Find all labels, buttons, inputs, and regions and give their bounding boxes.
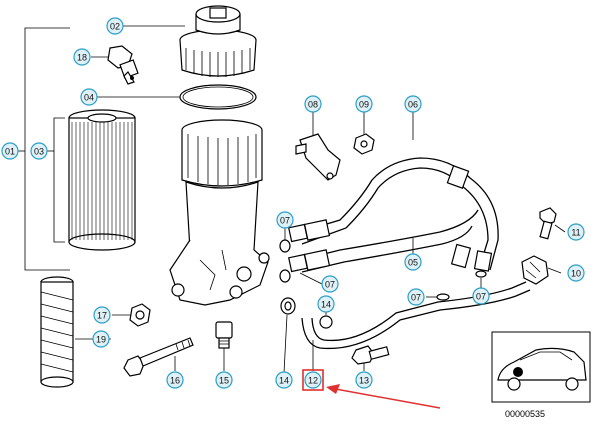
hollow-bolt <box>351 345 390 365</box>
callout-circle <box>73 48 91 66</box>
callout-01: 01 <box>1 142 19 160</box>
callout-labels: 01 02 03 04 05 06 07 07 07 07 08 09 10 11 12 13 14 14 15 16… <box>1 17 585 391</box>
callout-04: 04 <box>80 88 98 106</box>
filter-cap <box>179 5 257 77</box>
callout-text: 19 <box>96 335 106 345</box>
nut <box>129 303 151 327</box>
callout-text: 06 <box>408 100 418 110</box>
callout-circle <box>166 371 184 389</box>
callout-text: 08 <box>308 100 318 110</box>
callout-text: 15 <box>219 376 229 386</box>
callout-circle <box>567 223 585 241</box>
callout-13: 13 <box>355 371 373 389</box>
callout-circle <box>276 211 294 229</box>
callout-07: 07 <box>321 275 339 293</box>
callout-text: 14 <box>321 300 331 310</box>
callout-14: 14 <box>317 295 335 313</box>
callout-07: 07 <box>407 288 425 306</box>
callout-circle <box>30 142 48 160</box>
sensor-switch <box>107 45 139 85</box>
callout-18: 18 <box>73 48 91 66</box>
callout-circle <box>92 330 110 348</box>
small-nut <box>353 133 375 155</box>
callout-03: 03 <box>30 142 48 160</box>
callout-circle <box>80 88 98 106</box>
callout-circle <box>93 306 111 324</box>
filter-sleeve <box>40 276 74 388</box>
callout-16: 16 <box>166 371 184 389</box>
callout-06: 06 <box>404 95 422 113</box>
callout-text: 07 <box>411 293 421 303</box>
callout-circle <box>215 371 233 389</box>
filter-element <box>68 109 136 251</box>
callout-11: 11 <box>567 223 585 241</box>
hex-bolt <box>539 207 557 240</box>
callout-text: 14 <box>279 376 289 386</box>
callout-text: 11 <box>571 228 580 238</box>
highlight-box <box>302 369 324 391</box>
callout-text: 17 <box>97 311 107 321</box>
callout-05: 05 <box>404 253 422 271</box>
callout-circle <box>321 275 339 293</box>
callout-circle <box>355 371 373 389</box>
callout-circle <box>355 95 373 113</box>
long-bolt <box>123 337 194 377</box>
callout-text: 09 <box>359 100 369 110</box>
callout-17: 17 <box>93 306 111 324</box>
callout-circle <box>1 142 19 160</box>
callout-text: 13 <box>359 376 369 386</box>
callout-text: 01 <box>5 147 15 157</box>
hose-clip <box>521 255 549 285</box>
callout-circle <box>106 17 124 35</box>
callout-text: 10 <box>571 269 581 279</box>
callout-text: 04 <box>84 93 94 103</box>
vehicle-location-inset <box>491 331 591 403</box>
callout-text: 07 <box>325 280 335 290</box>
callout-circle <box>567 264 585 282</box>
o-ring <box>179 84 257 110</box>
callout-circle <box>304 371 322 389</box>
callout-12: 12 <box>302 369 324 391</box>
callout-circle <box>304 95 322 113</box>
seal-rings <box>279 239 487 301</box>
callout-15: 15 <box>215 371 233 389</box>
hose-bracket <box>295 133 341 181</box>
callout-circle <box>275 371 293 389</box>
callout-14: 14 <box>275 371 293 389</box>
callout-09: 09 <box>355 95 373 113</box>
callout-circle <box>317 295 335 313</box>
highlight-arrow <box>326 384 441 409</box>
callout-text: 03 <box>34 147 44 157</box>
callout-19: 19 <box>92 330 110 348</box>
callout-text: 07 <box>280 216 290 226</box>
callout-02: 02 <box>106 17 124 35</box>
callout-07: 07 <box>472 287 490 305</box>
diagram-code: 00000535 <box>505 409 545 419</box>
callout-circle <box>407 288 425 306</box>
oil-hoses <box>288 157 499 273</box>
drain-plug <box>215 321 233 349</box>
callout-text: 16 <box>170 376 180 386</box>
callout-text: 02 <box>110 22 120 32</box>
callout-text: 18 <box>77 53 87 63</box>
callout-circle <box>472 287 490 305</box>
filter-housing <box>169 119 270 306</box>
callout-circle <box>404 253 422 271</box>
callout-text: 12 <box>308 376 318 386</box>
callout-08: 08 <box>304 95 322 113</box>
callout-text: 07 <box>476 292 486 302</box>
callout-10: 10 <box>567 264 585 282</box>
callout-text: 05 <box>408 258 418 268</box>
washer <box>280 297 296 315</box>
callout-circle <box>404 95 422 113</box>
callout-07: 07 <box>276 211 294 229</box>
